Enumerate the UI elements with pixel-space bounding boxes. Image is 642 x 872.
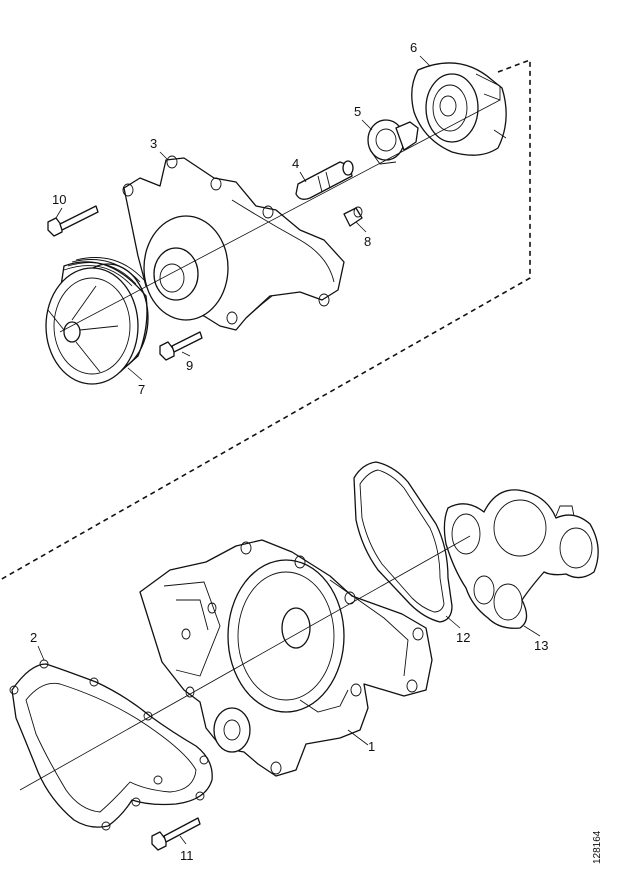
leader-lines: [37, 55, 541, 845]
part-7-pulley: [45, 257, 149, 385]
callout-7: 7: [138, 382, 145, 397]
assembly-axis-lines: [19, 99, 501, 791]
callout-13: 13: [534, 638, 548, 653]
callout-labels: 1 2 3 4 5 6 7 8 9 10 11 12 13: [30, 40, 548, 863]
callout-11: 11: [180, 848, 194, 863]
part-9-bolt: [159, 331, 203, 361]
part-8-sleeve: [343, 206, 363, 227]
part-13-gasket: [443, 489, 599, 629]
part-5-thermostat: [367, 119, 419, 165]
callout-2: 2: [30, 630, 37, 645]
callout-6: 6: [410, 40, 417, 55]
part-6-cover: [411, 62, 507, 156]
callout-3: 3: [150, 136, 157, 151]
callout-10: 10: [52, 192, 66, 207]
drawing-number: 128164: [592, 830, 603, 864]
part-2-gasket: [9, 659, 213, 831]
callout-8: 8: [364, 234, 371, 249]
callout-1: 1: [368, 739, 375, 754]
callout-5: 5: [354, 104, 361, 119]
callout-9: 9: [186, 358, 193, 373]
part-10-bolt: [47, 205, 99, 237]
part-4-shaft: [295, 160, 354, 200]
part-11-bolt: [151, 817, 201, 851]
callout-4: 4: [292, 156, 299, 171]
callout-12: 12: [456, 630, 470, 645]
part-3-pump-body: [122, 155, 345, 331]
part-12-gasket: [353, 461, 453, 623]
